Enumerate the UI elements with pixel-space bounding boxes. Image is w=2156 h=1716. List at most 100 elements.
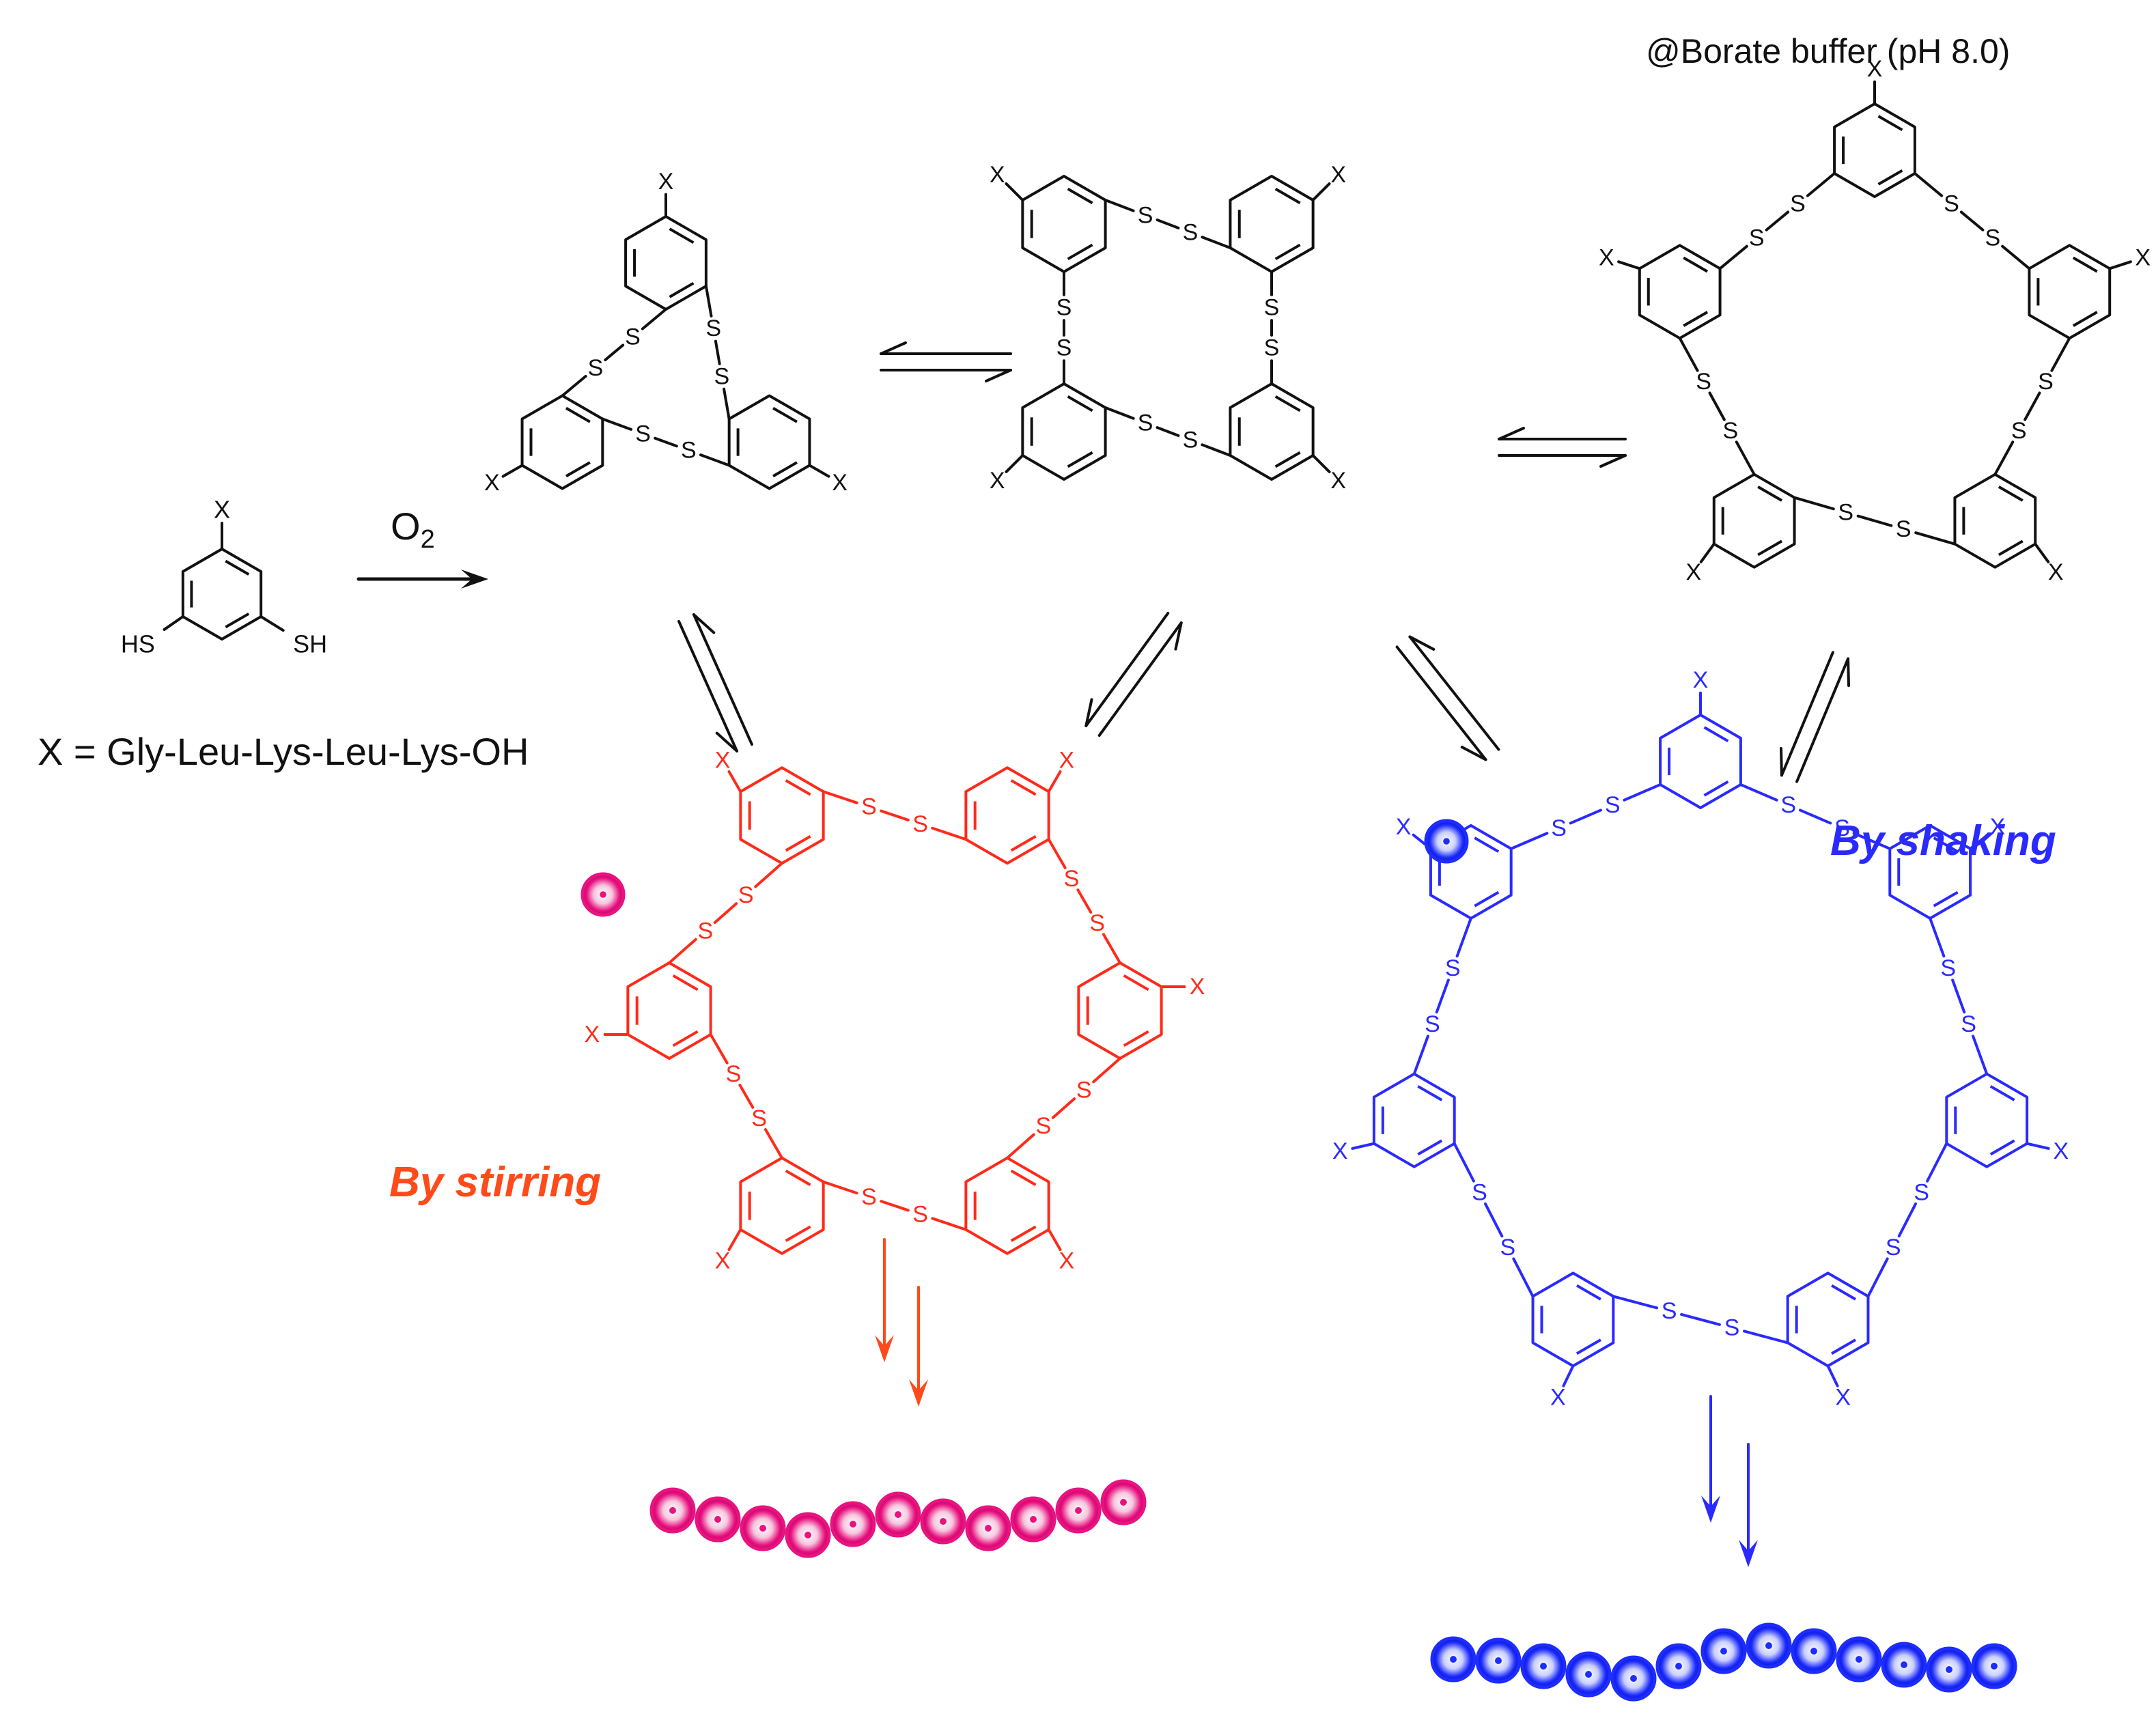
- x-substituent-label: X: [1835, 1384, 1851, 1410]
- x-substituent-label: X: [484, 470, 500, 496]
- blue-bead-chain-unit: [1565, 1651, 1612, 1698]
- x-substituent-label: X: [1059, 748, 1075, 774]
- sulfur-label: S: [912, 1201, 928, 1227]
- sulfur-label: S: [635, 421, 651, 447]
- shaking-label: By shaking: [1830, 817, 2056, 864]
- pink-bead-chain-unit: [920, 1498, 966, 1545]
- pink-bead-chain-unit: [1055, 1487, 1102, 1534]
- pink-bead-chain-unit: [830, 1501, 876, 1547]
- sulfur-label: S: [2011, 418, 2027, 444]
- sulfur-label: S: [681, 438, 697, 464]
- blue-bead-chain-unit: [1655, 1643, 1702, 1689]
- sulfur-label: S: [697, 918, 713, 944]
- stirring-arrow-1: [875, 1238, 894, 1362]
- molecules-group: X HS SH X X X S S S S S S X X X X S S S S S S S S X X X X X S S S S S S S S S…: [121, 56, 2151, 1410]
- blue-bead-chain-unit: [1475, 1637, 1522, 1684]
- blue-bead-icon: [1424, 819, 1469, 864]
- pink-bead-chain-unit: [1100, 1479, 1147, 1525]
- equilibrium-arrows-tetramer-blue: [1395, 635, 1500, 761]
- blue-bead-chain-unit: [1610, 1655, 1657, 1702]
- sulfur-label: S: [1662, 1298, 1677, 1324]
- benzene-ring: [1077, 961, 1163, 1060]
- x-substituent-label: X: [658, 169, 674, 195]
- sulfur-label: S: [1780, 792, 1796, 818]
- definition-label: X = Gly-Leu-Lys-Leu-Lys-OH: [38, 730, 529, 773]
- sulfur-label: S: [1183, 220, 1199, 246]
- blue-bead-chain-unit: [1971, 1643, 2017, 1689]
- benzene-ring: [1531, 1271, 1615, 1368]
- benzene-ring: [1712, 473, 1796, 569]
- pink-bead-chain-unit: [875, 1491, 921, 1538]
- benzene-ring: [1953, 473, 2037, 569]
- sh-label: SH: [293, 630, 327, 658]
- pink-bead-chain-unit: [649, 1487, 696, 1534]
- x-substituent-label: X: [1685, 559, 1701, 585]
- blue-bead-chain-unit: [1926, 1646, 1972, 1693]
- benzene-ring: [1638, 244, 1722, 340]
- benzene-ring: [1229, 174, 1315, 273]
- benzene-ring: [2028, 244, 2112, 340]
- benzene-ring: [739, 1156, 825, 1255]
- sulfur-label: S: [861, 794, 877, 820]
- sulfur-label: S: [726, 1061, 742, 1087]
- sulfur-label: S: [1749, 225, 1765, 251]
- stirring-label: By stirring: [389, 1159, 601, 1206]
- benzene-ring: [1021, 174, 1107, 273]
- benzene-ring: [1372, 1072, 1456, 1168]
- shaking-arrow-2: [1739, 1443, 1758, 1567]
- sulfur-label: S: [1445, 955, 1461, 981]
- condition-label: @Borate buffer (pH 8.0): [1646, 32, 2010, 70]
- x-substituent-label: X: [1330, 468, 1346, 494]
- blue-bead-chain-unit: [1430, 1636, 1476, 1683]
- sulfur-label: S: [625, 324, 641, 350]
- sulfur-label: S: [1886, 1235, 1901, 1261]
- x-substituent-label: X: [1550, 1384, 1566, 1410]
- x-substituent-label: X: [585, 1022, 600, 1047]
- sulfur-label: S: [1834, 815, 1850, 841]
- sulfur-label: S: [1138, 410, 1153, 436]
- x-substituent-label: X: [214, 496, 230, 524]
- sulfur-label: S: [1089, 910, 1105, 936]
- sulfur-label: S: [1500, 1235, 1515, 1261]
- benzene-ring: [1786, 1271, 1870, 1368]
- hs-label: HS: [121, 630, 155, 658]
- x-substituent-label: X: [1990, 814, 2006, 840]
- benzene-ring: [626, 961, 712, 1060]
- sulfur-label: S: [1940, 955, 1956, 981]
- sulfur-label: S: [861, 1184, 877, 1210]
- sulfur-label: S: [2038, 369, 2054, 395]
- sulfur-label: S: [1551, 815, 1567, 841]
- sulfur-label: S: [1056, 294, 1072, 320]
- x-substituent-label: X: [2053, 1138, 2069, 1164]
- blue-bead-chain-unit: [1700, 1628, 1747, 1674]
- equilibrium-arrows-tetramer-pentamer: [1498, 427, 1627, 468]
- sulfur-label: S: [1264, 335, 1280, 361]
- x-substituent-label: X: [1190, 974, 1205, 1000]
- sulfur-label: S: [1914, 1179, 1929, 1205]
- sulfur-label: S: [1138, 202, 1153, 228]
- sulfur-label: S: [751, 1106, 767, 1131]
- pink-bead-chain-unit: [785, 1512, 831, 1558]
- pink-bead-chain-unit: [740, 1505, 786, 1551]
- benzene-ring: [1659, 714, 1742, 809]
- sulfur-label: S: [1425, 1011, 1440, 1037]
- benzene-ring: [520, 394, 604, 490]
- sulfur-label: S: [1961, 1011, 1976, 1037]
- o2-label: O2: [391, 505, 435, 554]
- x-substituent-label: X: [990, 162, 1005, 188]
- benzene-ring: [964, 766, 1050, 865]
- dithiol-monomer: X HS SH: [121, 496, 327, 658]
- sulfur-label: S: [588, 355, 604, 381]
- x-substituent-label: X: [2048, 559, 2064, 585]
- sulfur-label: S: [1035, 1113, 1051, 1139]
- blue-bead-chain-unit: [1791, 1628, 1837, 1674]
- blue-bead-chain-unit: [1520, 1643, 1567, 1689]
- sulfur-label: S: [1944, 191, 1959, 217]
- benzene-ring: [727, 394, 811, 490]
- x-substituent-label: X: [2135, 245, 2151, 271]
